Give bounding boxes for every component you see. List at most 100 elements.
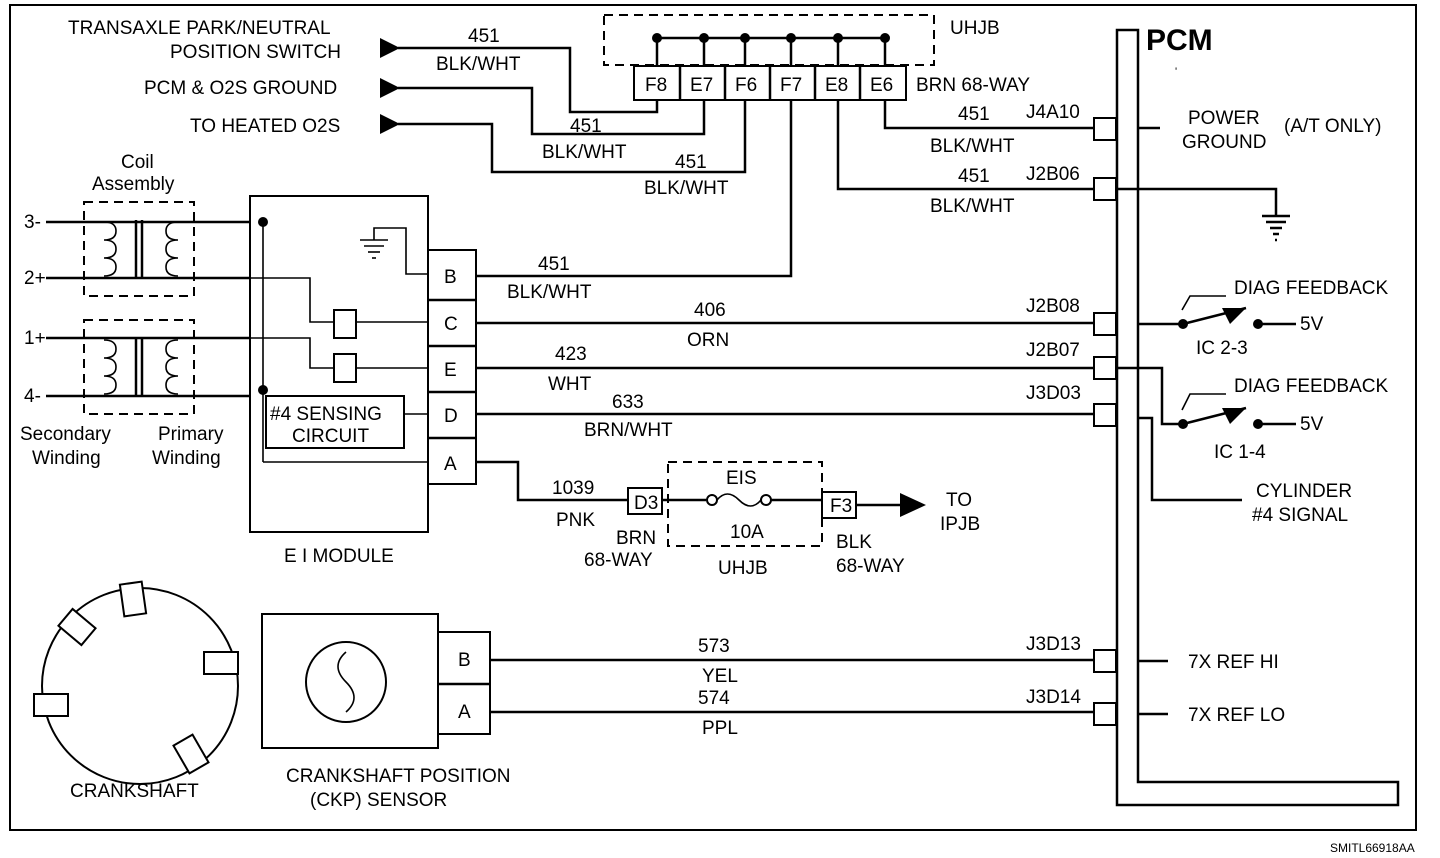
sensing-label: #4 SENSING (270, 404, 382, 425)
ei-pin: C (444, 314, 458, 335)
primary-label: Primary (158, 424, 224, 445)
uhjb-pin: E6 (870, 75, 893, 96)
coil-terminal: 3- (24, 212, 41, 233)
coil-assembly: Coil Assembly 3- 2+ 1+ 4- Secondary Wind… (20, 152, 262, 469)
ground-icon (1262, 214, 1290, 242)
ei-pin: A (444, 454, 457, 475)
ic23-label: IC 2-3 (1196, 338, 1248, 359)
wire-circuit: 451 (538, 254, 570, 275)
diag-feedback-label: DIAG FEEDBACK (1234, 376, 1388, 397)
fuse-circuit: 1039 PNK D3 EIS 10A F3 TO IPJB BRN 68-WA… (476, 460, 980, 579)
uhjb-pin: F6 (735, 75, 757, 96)
pcm-pin: J2B08 (1026, 296, 1080, 317)
uhjb-pin: E8 (825, 75, 848, 96)
ckp-label: (CKP) SENSOR (310, 790, 447, 811)
brn-label: 68-WAY (584, 550, 653, 571)
uhjb-pin: E7 (690, 75, 713, 96)
ground-wires: 451 BLK/WHT 451 BLK/WHT (836, 100, 1094, 217)
uhjb-label: UHJB (950, 18, 1000, 39)
diag-feedback-label: DIAG FEEDBACK (1234, 278, 1388, 299)
wire-color: BLK/WHT (930, 136, 1015, 157)
secondary-label: Secondary (20, 424, 111, 445)
coil-label: Coil (121, 152, 154, 173)
ckp-pin: B (458, 650, 471, 671)
ref-hi-label: 7X REF HI (1188, 652, 1279, 673)
trans-switch-label: POSITION SWITCH (170, 42, 341, 63)
coil-terminal: 2+ (24, 268, 46, 289)
pcm-pin: J3D03 (1026, 383, 1081, 404)
pcm-pin-labels: J4A10 J2B06 J2B08 J2B07 J3D03 J3D13 J3D1… (1026, 102, 1081, 708)
pcm-pin: J2B06 (1026, 164, 1080, 185)
cylinder-label: #4 SIGNAL (1252, 505, 1348, 526)
pcm-title: PCM (1146, 24, 1213, 57)
fuse-pin: F3 (830, 496, 852, 517)
to-label: TO (946, 490, 972, 511)
ckp-pcm-wires: 573 YEL 574 PPL (490, 636, 1094, 739)
blk-label: BLK (836, 532, 872, 553)
wire-color: WHT (548, 374, 592, 395)
sensing-label: CIRCUIT (292, 426, 369, 447)
wire-circuit: 574 (698, 688, 730, 709)
coil-label: Assembly (92, 174, 175, 195)
wire-circuit: 451 (675, 152, 707, 173)
pcm-pin: J3D13 (1026, 634, 1081, 655)
pcm-dot: ' (1175, 66, 1177, 78)
pcm-pin: J3D14 (1026, 687, 1081, 708)
v5-label: 5V (1300, 414, 1324, 435)
wire-color: BLK/WHT (542, 142, 627, 163)
left-outputs: TRANSAXLE PARK/NEUTRAL POSITION SWITCH P… (68, 18, 747, 199)
fuse-amp-label: 10A (730, 522, 764, 543)
v5-label: 5V (1300, 314, 1324, 335)
wire-circuit: 633 (612, 392, 644, 413)
ei-module: E I MODULE B C E D A #4 SENSING CIRCUIT (249, 195, 477, 567)
pcm-internals: POWER GROUND (A/T ONLY) DIAG FEEDBACK 5V… (1116, 108, 1388, 726)
at-only-label: (A/T ONLY) (1284, 116, 1381, 137)
brn-label: BRN (616, 528, 656, 549)
ref-lo-label: 7X REF LO (1188, 705, 1285, 726)
wire-circuit: 451 (570, 116, 602, 137)
wire-circuit: 1039 (552, 478, 594, 499)
power-ground-label: GROUND (1182, 132, 1266, 153)
wire-circuit: 451 (958, 166, 990, 187)
blk-label: 68-WAY (836, 556, 905, 577)
ipjb-label: IPJB (940, 514, 980, 535)
wire-color: BRN/WHT (584, 420, 673, 441)
uhjb-bottom-label: UHJB (718, 558, 768, 579)
wire-color: ORN (687, 330, 729, 351)
wire-circuit: 451 (958, 104, 990, 125)
pcm-pin: J2B07 (1026, 340, 1080, 361)
ckp-label: CRANKSHAFT POSITION (286, 766, 511, 787)
pcm-block: PCM ' (1115, 24, 1400, 807)
wire-color: YEL (702, 666, 738, 687)
brn68-label: BRN 68-WAY (916, 75, 1030, 96)
power-ground-label: POWER (1188, 108, 1260, 129)
ei-b-wire: 451 BLK/WHT (476, 100, 793, 303)
wire-color: BLK/WHT (930, 196, 1015, 217)
coil-terminal: 1+ (24, 328, 46, 349)
crankshaft-icon: CRANKSHAFT (33, 580, 239, 802)
ei-pcm-wires: 406 ORN 423 WHT 633 BRN/WHT (476, 300, 1094, 441)
wire-circuit: 573 (698, 636, 730, 657)
fuse-pin: D3 (634, 493, 658, 514)
wire-circuit: 423 (555, 344, 587, 365)
wire-color: BLK/WHT (644, 178, 729, 199)
ic14-label: IC 1-4 (1214, 442, 1266, 463)
wire-color: PNK (556, 510, 595, 531)
uhjb-pin: F7 (780, 75, 802, 96)
secondary-label: Winding (32, 448, 101, 469)
heated-o2s-label: TO HEATED O2S (190, 116, 340, 137)
wire-circuit: 406 (694, 300, 726, 321)
coil-terminal: 4- (24, 386, 41, 407)
ckp-sensor: B A CRANKSHAFT POSITION (CKP) SENSOR (261, 613, 511, 811)
uhjb-top-connector: UHJB BRN 68-WAY F8 E7 F6 F7 E8 E6 (603, 14, 1030, 101)
ei-pin: D (444, 406, 458, 427)
ckp-pin: A (458, 702, 471, 723)
pcm-o2s-ground-label: PCM & O2S GROUND (144, 78, 337, 99)
ei-pin: B (444, 267, 457, 288)
uhjb-pin: F8 (645, 75, 667, 96)
wire-color: BLK/WHT (507, 282, 592, 303)
eis-label: EIS (726, 468, 757, 489)
pcm-pin: J4A10 (1026, 102, 1080, 123)
wire-circuit: 451 (468, 26, 500, 47)
